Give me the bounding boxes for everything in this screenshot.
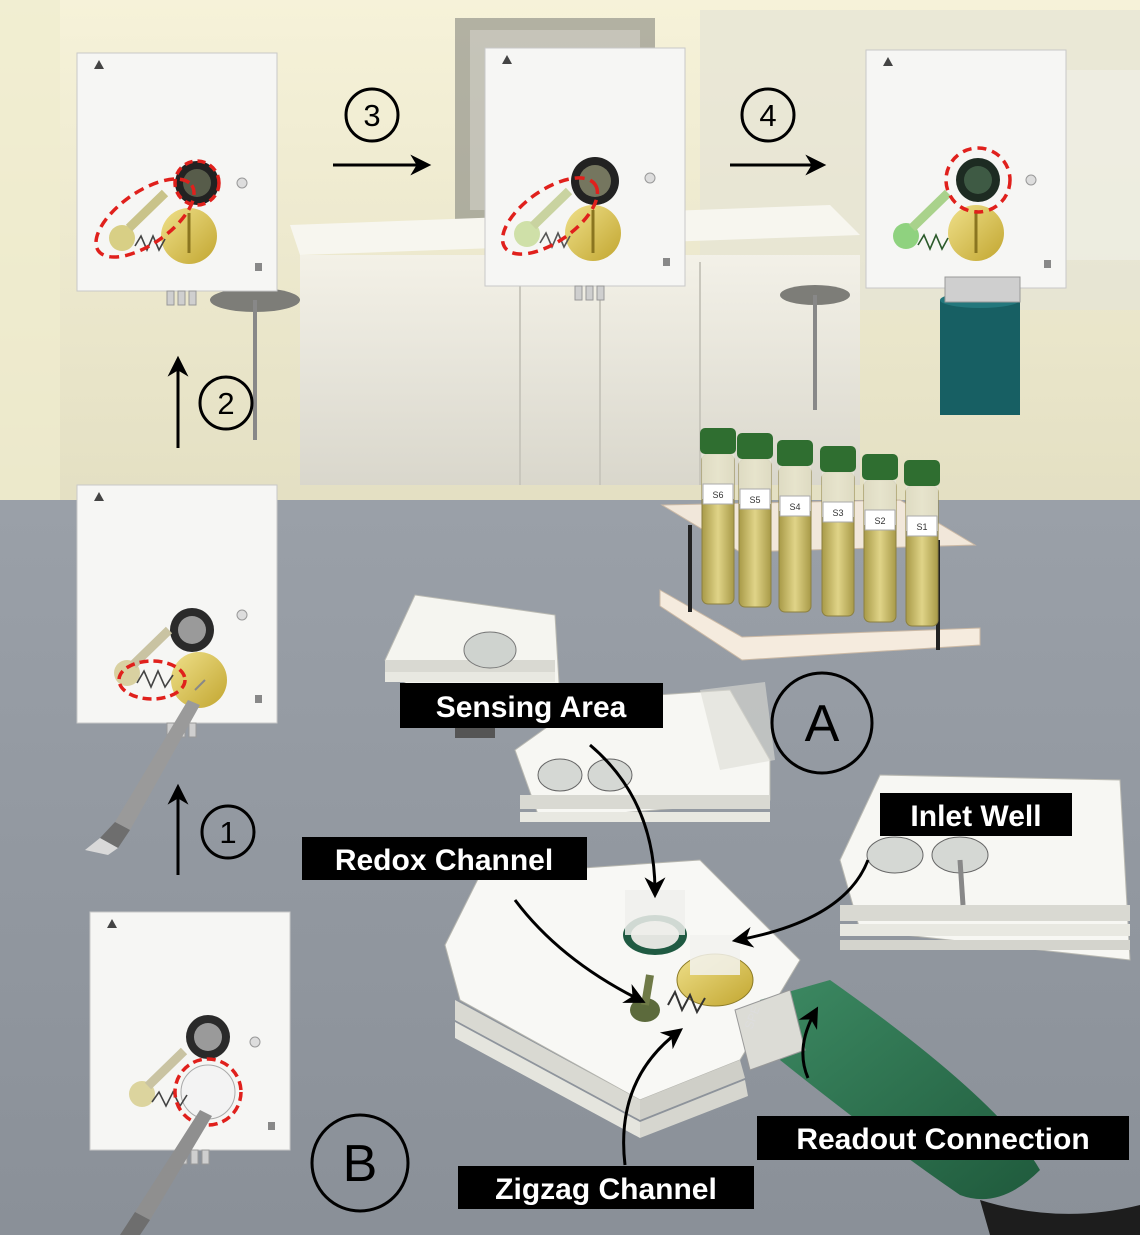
svg-text:3: 3: [363, 98, 380, 133]
vial-tag: [702, 483, 734, 505]
label-sensing-area: Sensing Area: [400, 683, 663, 728]
vial-s4: S4: [777, 440, 813, 613]
label-readout-connection: Readout Connection: [757, 1116, 1129, 1160]
panel-label-a: A: [770, 671, 874, 775]
vial-s6: S6: [700, 428, 736, 605]
pointer-inlet-well: [731, 859, 870, 948]
chip-step-top-left: [76, 52, 278, 306]
vial-label: S5: [749, 495, 760, 505]
label-zigzag-channel: Zigzag Channel: [458, 1166, 754, 1209]
vial-tag: [779, 495, 811, 517]
pointer-sensing-area: [589, 743, 666, 899]
svg-text:4: 4: [759, 98, 776, 133]
vial-tag: [739, 488, 771, 510]
vial-cap: [862, 454, 898, 480]
vial-label: S1: [916, 522, 927, 532]
panel-label-b: B: [310, 1113, 410, 1213]
svg-text:B: B: [343, 1135, 378, 1193]
pointer-redox-channel: [513, 899, 646, 1003]
svg-text:Inlet Well: Inlet Well: [910, 800, 1041, 833]
step-badge-2: 2: [198, 375, 254, 431]
svg-text:Redox Channel: Redox Channel: [335, 844, 553, 877]
spe-slot: [944, 276, 1021, 303]
chip-step-top-middle: [484, 47, 686, 301]
svg-text:Sensing Area: Sensing Area: [436, 691, 627, 724]
vial-label: S6: [712, 490, 723, 500]
svg-text:1: 1: [219, 815, 236, 850]
step-badge-4: 4: [740, 87, 796, 143]
workflow-arrows: [167, 154, 870, 1166]
chip-step-middle-left: [76, 484, 278, 738]
vial-s2: S2: [862, 454, 898, 623]
vial-cap: [700, 428, 736, 454]
svg-text:2: 2: [217, 386, 234, 421]
vial-tag: [822, 501, 854, 523]
label-inlet-well: Inlet Well: [880, 793, 1072, 836]
pipette-top: [85, 679, 206, 855]
pointer-zigzag-channel: [622, 1028, 684, 1166]
vial-cap: [737, 433, 773, 459]
vial-s1: S1: [904, 460, 940, 627]
vial-label: S2: [874, 516, 885, 526]
vial-s3: S3: [820, 446, 856, 617]
svg-text:Zigzag Channel: Zigzag Channel: [495, 1173, 717, 1206]
step-badge-1: 1: [200, 804, 256, 860]
step-badge-3: 3: [344, 87, 400, 143]
vial-s5: S5: [737, 433, 773, 608]
vial-tag: [864, 509, 896, 531]
pointer-readout-connection: [798, 1006, 819, 1079]
vial-cap: [820, 446, 856, 472]
vial-tag: [906, 515, 938, 537]
vial-cap: [904, 460, 940, 486]
label-redox-channel: Redox Channel: [302, 837, 587, 880]
vial-cap: [777, 440, 813, 466]
vial-label: S4: [789, 502, 800, 512]
svg-text:A: A: [805, 695, 840, 753]
chip-step-top-right: [865, 49, 1067, 303]
pipette-bottom: [120, 1110, 212, 1235]
vial-label: S3: [832, 508, 843, 518]
chip-step-bottom-left: [89, 911, 291, 1165]
sensor-device-front: [444, 859, 801, 1138]
svg-text:Readout Connection: Readout Connection: [796, 1123, 1089, 1156]
sensor-device-back: [384, 594, 561, 738]
